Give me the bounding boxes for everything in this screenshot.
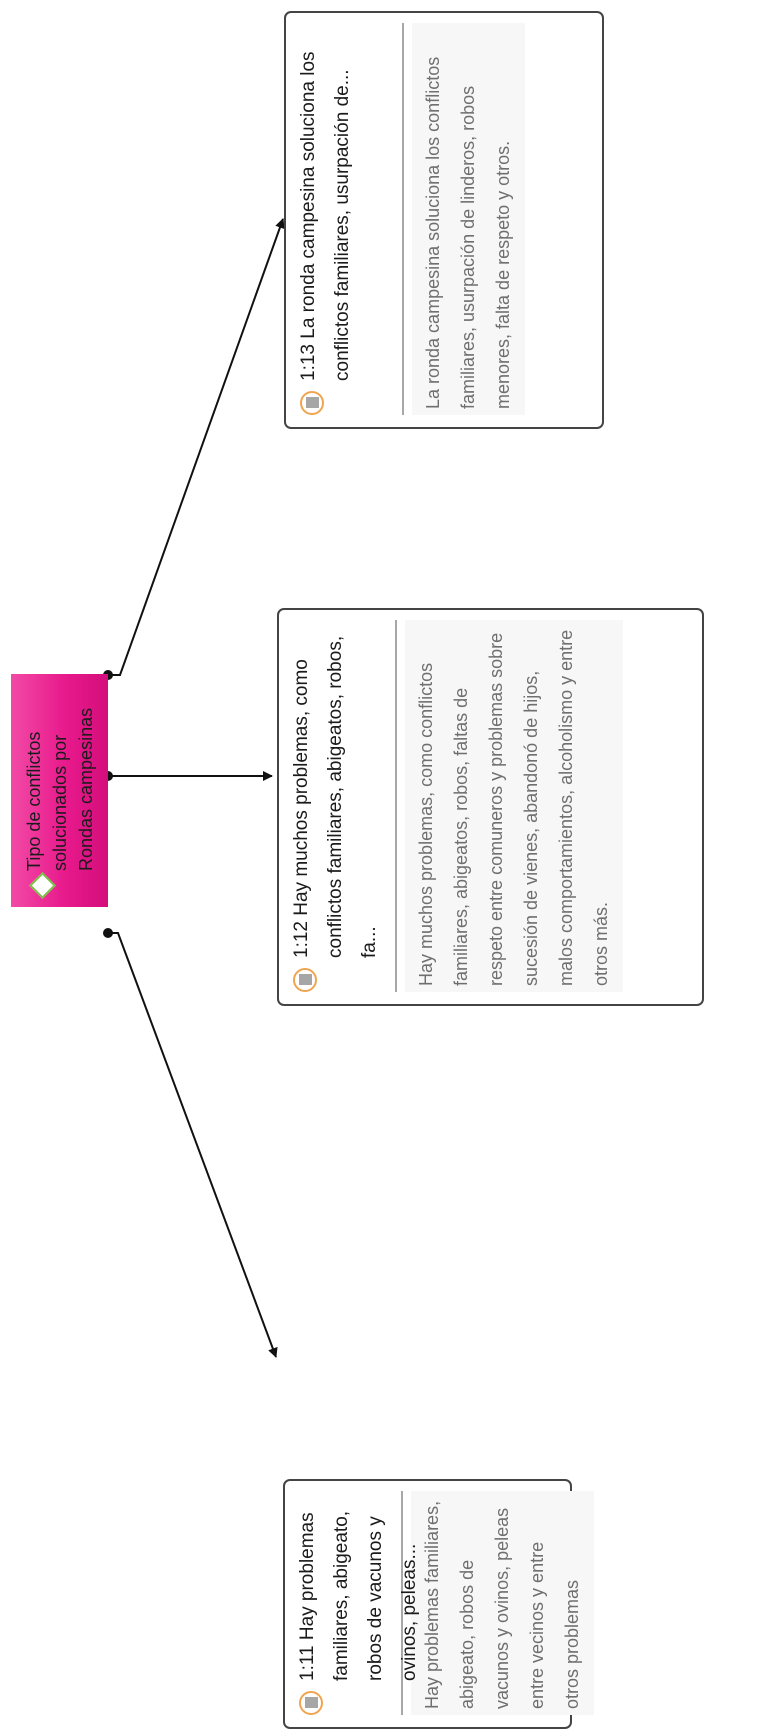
quote-card-1-12[interactable]: 1:12 Hay muchos problemas, como conflict… [277, 608, 704, 1006]
quote-divider [395, 620, 397, 992]
quote-header: 1:12 Hay muchos problemas, como conflict… [285, 620, 389, 992]
link-to-quote-1-11[interactable] [103, 928, 278, 1358]
link-to-quote-1-12[interactable] [103, 771, 273, 781]
code-node[interactable]: Tipo de conflictos solucionados por Rond… [11, 674, 108, 907]
link-start-dot [103, 928, 113, 938]
diamond-code-icon [29, 872, 56, 899]
link-to-quote-1-13[interactable] [103, 218, 285, 680]
quote-text: Hay problemas familiares, abigeato, robo… [411, 1491, 594, 1715]
document-quote-icon [299, 1691, 323, 1715]
quote-header: 1:13 La ronda campesina soluciona los co… [292, 23, 396, 415]
quote-divider [402, 23, 404, 415]
quote-title: 1:13 La ronda campesina soluciona los co… [298, 51, 353, 381]
quote-header: 1:11 Hay problemas familiares, abigeato,… [291, 1491, 420, 1715]
document-quote-icon [300, 391, 324, 415]
quote-card-1-11[interactable]: 1:11 Hay problemas familiares, abigeato,… [283, 1479, 594, 1729]
document-quote-icon [293, 968, 317, 992]
quote-title: 1:12 Hay muchos problemas, como conflict… [291, 635, 380, 958]
quote-text: La ronda campesina soluciona los conflic… [412, 23, 525, 415]
quote-card-1-13[interactable]: 1:13 La ronda campesina soluciona los co… [284, 11, 604, 429]
quote-text: Hay muchos problemas, como conflictos fa… [405, 620, 623, 992]
code-label: Tipo de conflictos solucionados por Rond… [24, 707, 96, 871]
